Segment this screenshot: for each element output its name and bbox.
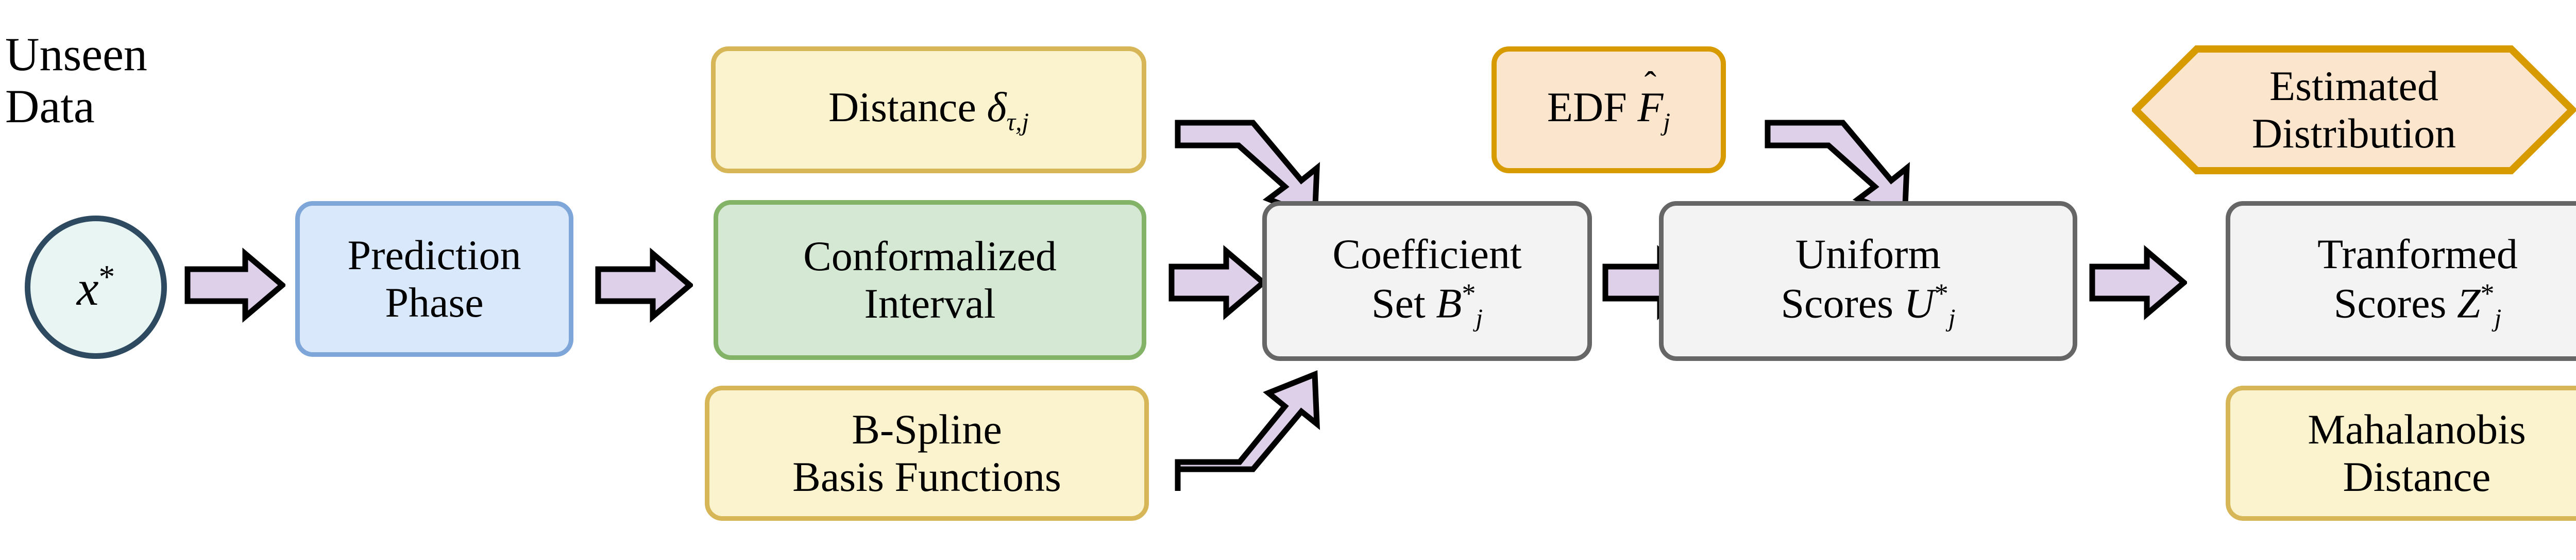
node-uniform-scores[interactable]: Uniform Scores U*j bbox=[1659, 201, 2077, 361]
input-node-label: x* bbox=[30, 259, 161, 316]
conformalized-interval-line1: Conformalized bbox=[803, 233, 1057, 280]
prediction-phase-line2: Phase bbox=[385, 279, 484, 326]
arrow-bspline-to-coefficient bbox=[1175, 361, 1329, 495]
edf-symbol: F bbox=[1637, 84, 1664, 131]
bspline-line2: Basis Functions bbox=[792, 453, 1061, 500]
node-edf[interactable]: EDF ̂Fj bbox=[1492, 46, 1726, 173]
uniform-scores-line1: Uniform bbox=[1795, 230, 1941, 277]
node-mahalanobis-distance[interactable]: Mahalanobis Distance bbox=[2226, 386, 2576, 521]
arrow-conformalized-to-coefficient bbox=[1168, 244, 1268, 321]
coefficient-set-line1: Coefficient bbox=[1332, 230, 1522, 277]
coefficient-set-subscript: j bbox=[1476, 303, 1483, 332]
conformalized-interval-line2: Interval bbox=[864, 280, 996, 327]
bspline-label: B-Spline Basis Functions bbox=[709, 406, 1144, 501]
uniform-scores-label: Uniform Scores U*j bbox=[1664, 230, 2073, 332]
arrow-uniform-to-transformed bbox=[2089, 244, 2189, 321]
transformed-scores-label: Tranformed Scores Z*j bbox=[2230, 230, 2576, 332]
node-transformed-scores[interactable]: Tranformed Scores Z*j bbox=[2226, 201, 2576, 361]
mahalanobis-line2: Distance bbox=[2343, 453, 2491, 500]
distance-symbol: δ bbox=[987, 84, 1007, 131]
edf-symbol-wrap: ̂F bbox=[1637, 84, 1663, 131]
edf-label: EDF ̂Fj bbox=[1497, 84, 1721, 136]
transformed-scores-superscript: * bbox=[2480, 277, 2495, 309]
distance-text: Distance bbox=[828, 84, 976, 131]
edf-text: EDF bbox=[1547, 84, 1627, 131]
transformed-scores-subscript: j bbox=[2494, 303, 2502, 332]
edf-subscript: j bbox=[1663, 107, 1671, 136]
bspline-line1: B-Spline bbox=[852, 406, 1002, 453]
distance-label: Distance δτ,j bbox=[716, 84, 1142, 136]
input-node-x-star[interactable]: x* bbox=[25, 216, 167, 359]
arrow-input-to-prediction bbox=[184, 246, 287, 324]
distance-subscript: τ,j bbox=[1006, 107, 1029, 136]
uniform-scores-subscript: j bbox=[1948, 303, 1956, 332]
mahalanobis-label: Mahalanobis Distance bbox=[2230, 406, 2576, 501]
transformed-scores-line2: Scores bbox=[2333, 279, 2447, 326]
node-coefficient-set[interactable]: Coefficient Set B*j bbox=[1262, 201, 1592, 361]
node-distance[interactable]: Distance δτ,j bbox=[711, 46, 1146, 173]
uniform-scores-line2: Scores bbox=[1781, 279, 1894, 326]
coefficient-set-superscript: * bbox=[1462, 277, 1476, 309]
coefficient-set-line2: Set bbox=[1371, 279, 1426, 326]
node-prediction-phase[interactable]: Prediction Phase bbox=[295, 201, 573, 357]
unseen-data-caption: Unseen Data bbox=[5, 28, 191, 133]
coefficient-set-symbol: B bbox=[1436, 279, 1462, 326]
prediction-phase-line1: Prediction bbox=[347, 232, 521, 279]
transformed-scores-line1: Tranformed bbox=[2317, 230, 2518, 277]
estimated-distribution-line2: Distribution bbox=[2251, 110, 2456, 157]
uniform-scores-superscript: * bbox=[1934, 277, 1948, 309]
conformalized-interval-label: Conformalized Interval bbox=[718, 233, 1142, 327]
unseen-data-line2: Data bbox=[5, 80, 95, 133]
uniform-scores-symbol: U bbox=[1904, 279, 1935, 326]
estimated-distribution-label: Estimated Distribution bbox=[2132, 62, 2576, 157]
input-node-superscript: * bbox=[98, 258, 115, 295]
prediction-phase-label: Prediction Phase bbox=[300, 232, 569, 326]
node-estimated-distribution[interactable]: Estimated Distribution bbox=[2132, 45, 2576, 174]
coefficient-set-label: Coefficient Set B*j bbox=[1267, 230, 1587, 332]
transformed-scores-symbol: Z bbox=[2456, 279, 2481, 326]
input-node-symbol: x bbox=[76, 260, 99, 316]
unseen-data-line1: Unseen bbox=[5, 28, 147, 80]
estimated-distribution-line1: Estimated bbox=[2269, 62, 2438, 110]
node-conformalized-interval[interactable]: Conformalized Interval bbox=[714, 200, 1146, 360]
mahalanobis-line1: Mahalanobis bbox=[2308, 406, 2526, 453]
arrow-prediction-to-conformalized bbox=[595, 246, 694, 324]
node-bspline-basis-functions[interactable]: B-Spline Basis Functions bbox=[705, 386, 1149, 521]
